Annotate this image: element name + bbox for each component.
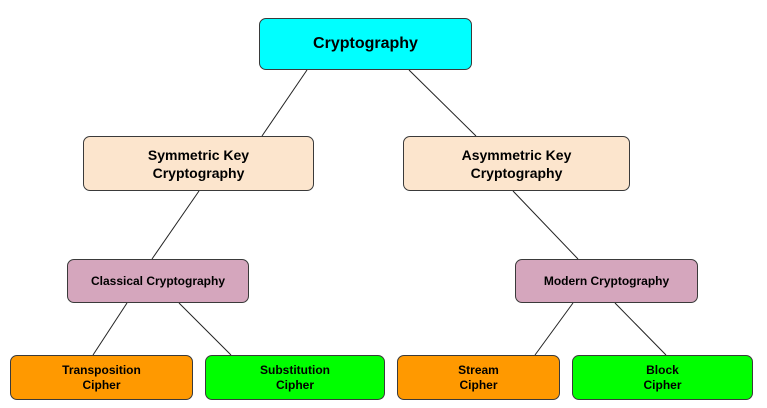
edge-modern-stream: [534, 302, 574, 356]
edge-root-asymmetric: [408, 69, 477, 137]
node-symmetric-key-cryptography: Symmetric Key Cryptography: [83, 136, 314, 191]
edge-symmetric-classical: [151, 190, 200, 260]
node-substitution-cipher: Substitution Cipher: [205, 355, 385, 400]
edge-classical-transposition: [92, 302, 128, 356]
node-cryptography: Cryptography: [259, 18, 472, 70]
node-modern-cryptography: Modern Cryptography: [515, 259, 698, 303]
edge-modern-block: [614, 302, 667, 356]
node-transposition-cipher: Transposition Cipher: [10, 355, 193, 400]
node-asymmetric-key-cryptography: Asymmetric Key Cryptography: [403, 136, 630, 191]
edge-asymmetric-modern: [512, 190, 579, 260]
edge-root-symmetric: [261, 69, 308, 137]
edge-classical-substitution: [178, 302, 232, 356]
node-block-cipher: Block Cipher: [572, 355, 753, 400]
node-stream-cipher: Stream Cipher: [397, 355, 560, 400]
node-classical-cryptography: Classical Cryptography: [67, 259, 249, 303]
